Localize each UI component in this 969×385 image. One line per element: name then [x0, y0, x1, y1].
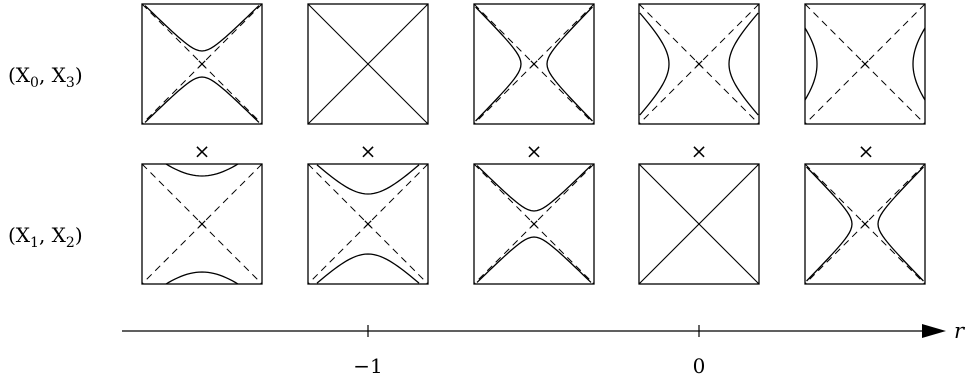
center-mark	[198, 220, 206, 228]
panel-frame	[141, 3, 263, 125]
r-axis: r −1 0	[122, 319, 966, 378]
panel-frame	[307, 3, 429, 125]
panel-frame	[141, 163, 263, 285]
hyperbola-branch	[728, 12, 759, 116]
panel-grid	[141, 3, 926, 285]
panel-frame	[473, 3, 595, 125]
tick-label-minus-one: −1	[353, 354, 382, 378]
diagonal-line	[638, 163, 760, 285]
hyperbola-branch	[165, 271, 239, 285]
panel	[141, 163, 263, 285]
row-label-top: (X0, X3)	[8, 63, 83, 91]
product-symbol: ×	[691, 139, 708, 163]
hyperbola-branch	[165, 163, 239, 177]
product-symbol: ×	[858, 139, 875, 163]
center-mark	[861, 220, 869, 228]
hyperbola-branch	[476, 236, 592, 283]
panel	[307, 3, 429, 125]
center-mark	[198, 60, 206, 68]
product-symbol: ×	[194, 139, 211, 163]
panel	[804, 3, 926, 125]
hyperbola-branch	[316, 164, 420, 195]
center-mark	[530, 60, 538, 68]
panel	[141, 3, 263, 125]
panel-frame	[638, 3, 760, 125]
hyperbola-branch	[877, 166, 924, 282]
hyperbola-branch	[806, 166, 853, 282]
axis-variable: r	[954, 319, 966, 343]
panel	[473, 163, 595, 285]
panel	[804, 163, 926, 285]
hyperbola-branch	[316, 253, 420, 284]
product-symbol: ×	[360, 139, 377, 163]
hyperbola-branch	[475, 6, 522, 122]
panel	[638, 3, 760, 125]
panel-frame	[638, 163, 760, 285]
panel-frame	[473, 163, 595, 285]
center-mark	[530, 220, 538, 228]
axis-arrowhead	[922, 324, 946, 338]
tick-label-zero: 0	[693, 354, 706, 378]
row-label-bottom: (X1, X2)	[8, 223, 83, 251]
panel-frame	[804, 163, 926, 285]
hyperbola-branch	[144, 5, 260, 52]
panel-frame	[307, 163, 429, 285]
product-symbols: × × × × ×	[194, 139, 875, 163]
center-mark	[695, 60, 703, 68]
diagonal-line	[307, 3, 429, 125]
product-symbol: ×	[526, 139, 543, 163]
center-mark	[364, 220, 372, 228]
panel	[307, 163, 429, 285]
center-mark	[861, 60, 869, 68]
hyperbola-branch	[804, 27, 818, 101]
hyperbola-branch	[546, 6, 593, 122]
panel	[638, 163, 760, 285]
hyperbola-branch	[912, 27, 926, 101]
panel-frame	[804, 3, 926, 125]
panel	[473, 3, 595, 125]
hyperbola-branch	[144, 76, 260, 123]
hyperbola-branch	[476, 165, 592, 212]
hyperbola-branch	[639, 12, 670, 116]
